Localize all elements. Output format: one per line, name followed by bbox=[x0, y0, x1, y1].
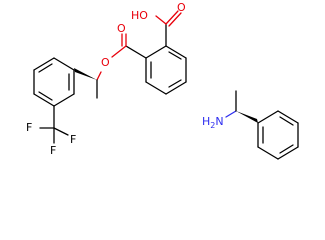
acid-carbonyl-oxygen-label: O bbox=[177, 1, 186, 14]
hydroxyl-label: HO bbox=[131, 9, 148, 22]
chiral-ethyl-linker bbox=[74, 68, 102, 99]
phthalate-benzene-ring bbox=[145, 45, 187, 95]
carboxylic-acid-group: HO O bbox=[131, 1, 186, 47]
stereo-wedge-bond bbox=[74, 68, 97, 80]
trifluoromethyl-group: F F F bbox=[26, 105, 76, 157]
stereo-wedge-bond-amine bbox=[236, 111, 258, 123]
ester-carbonyl-oxygen-label: O bbox=[117, 22, 126, 35]
amine-label: H2N bbox=[202, 115, 224, 130]
fluorine-label-3: F bbox=[70, 133, 76, 146]
ester-group: O O bbox=[101, 22, 147, 69]
trifluoromethylphenyl-ring bbox=[33, 57, 75, 107]
fluorine-label-2: F bbox=[50, 144, 56, 157]
ester-oxygen-label: O bbox=[101, 56, 110, 69]
phenylethylamine-molecule: H2N bbox=[202, 90, 299, 160]
chemical-structure-canvas: HO O O O F F F H2 bbox=[26, 1, 299, 160]
structure-drawing: HO O O O F F F H2 bbox=[26, 1, 299, 160]
fluorine-label-1: F bbox=[26, 121, 32, 134]
